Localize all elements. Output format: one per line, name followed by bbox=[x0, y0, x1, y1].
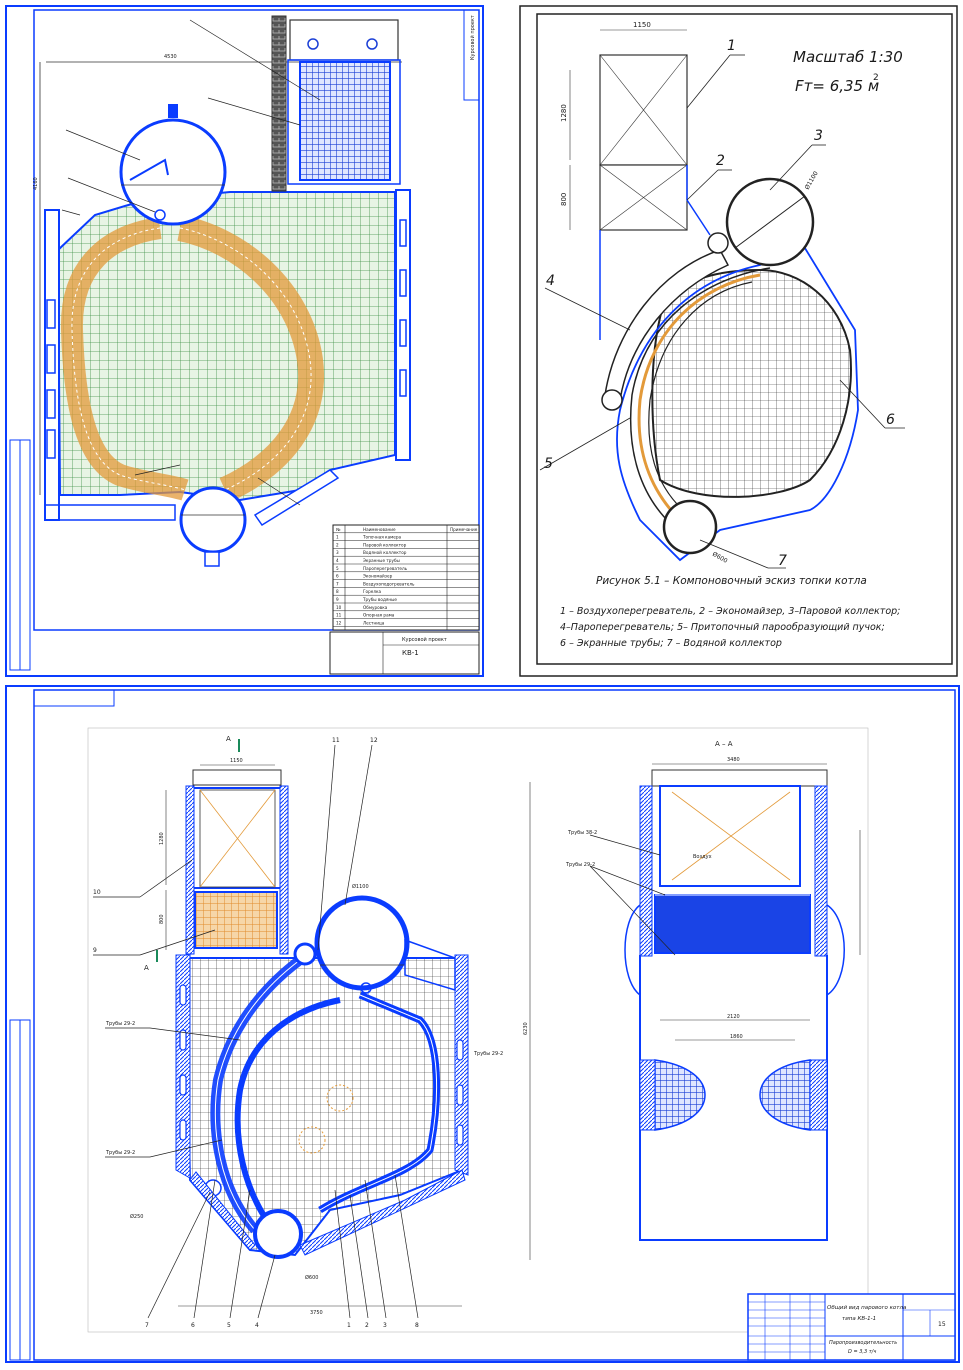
sheet2-dim-h2: 800 bbox=[560, 193, 568, 206]
sheet3-left-label-3: Трубы 29-2 bbox=[473, 1051, 503, 1057]
sheet3-callout-11: 11 bbox=[332, 737, 340, 744]
sheet2-area-sup: 2 bbox=[873, 73, 879, 83]
sheet3-right-label-1: Трубы 38-2 bbox=[567, 830, 597, 836]
sheet3-right-label-2: Трубы 29-2 bbox=[565, 862, 595, 868]
sheet3-dim-h1: 1280 bbox=[159, 832, 165, 845]
parts-table-cell: 10 bbox=[336, 605, 342, 610]
sheet2-legend-1: 1 – Воздухоперегреватель, 2 – Экономайзе… bbox=[560, 606, 900, 617]
sheet3-section-mark-bottom: А bbox=[144, 964, 149, 972]
parts-table-cell: 9 bbox=[336, 597, 339, 602]
sheet1-side-stamp: Курсовой проект bbox=[469, 15, 476, 60]
sheet1-code: КВ-1 bbox=[402, 649, 419, 657]
sheet3-tb-line4: D = 3,3 т/ч bbox=[848, 1349, 876, 1355]
parts-table-header: Примечание bbox=[450, 527, 478, 532]
sheet3-dim-right-width: 3480 bbox=[727, 757, 740, 763]
sheet3-tb-line3: Паропроизводительность bbox=[829, 1340, 897, 1346]
sheet3-callout-4: 4 bbox=[255, 1322, 259, 1329]
sheet2-callout-4: 4 bbox=[546, 273, 555, 289]
sheet2-scale: Масштаб 1:30 bbox=[793, 48, 903, 66]
sheet3-left-label-1: Трубы 29-2 bbox=[105, 1021, 135, 1027]
sheet3-dim-inner-b: 1860 bbox=[730, 1034, 743, 1040]
sheet3-inner-label: Воздух bbox=[693, 854, 712, 860]
parts-table-cell: Трубы водяные bbox=[362, 597, 397, 602]
parts-table-cell: Лестница bbox=[363, 620, 385, 625]
sheet3-callout-9: 9 bbox=[93, 947, 97, 954]
sheet3-dim-height: 6230 bbox=[523, 1022, 529, 1035]
sheet2-caption: Рисунок 5.1 – Компоновочный эскиз топки … bbox=[596, 575, 867, 587]
sheet3-tb-line1: Общий вид парового котла bbox=[827, 1305, 907, 1311]
parts-table-cell: 7 bbox=[336, 581, 339, 586]
sheet3-callout-7: 7 bbox=[145, 1322, 149, 1329]
sheet2-dim-h1: 1280 bbox=[560, 104, 568, 122]
parts-table-header: № bbox=[336, 527, 341, 532]
sheet3-dim-inner-a: 2120 bbox=[727, 1014, 740, 1020]
sheet3-dim-lower: Ø600 bbox=[305, 1274, 318, 1281]
sheet2-legend-2: 4–Пароперегреватель; 5– Притопочный паро… bbox=[560, 622, 885, 633]
parts-table-cell: 8 bbox=[336, 589, 339, 594]
parts-table-cell: 4 bbox=[336, 558, 339, 563]
sheet3-tb-sheet: 15 bbox=[938, 1321, 946, 1328]
parts-table-cell: 1 bbox=[336, 535, 339, 540]
sheet3-callout-2: 2 bbox=[365, 1322, 369, 1329]
sheet2-callout-3: 3 bbox=[814, 128, 823, 144]
parts-table-cell: 11 bbox=[336, 613, 342, 618]
sheet3-dim-drum: Ø1100 bbox=[352, 883, 369, 890]
sheet3-callout-10: 10 bbox=[93, 889, 101, 896]
sheet3-section-mark-top: А bbox=[226, 735, 231, 743]
sheet3-dim-h2: 800 bbox=[159, 914, 165, 924]
sheet1-dim-height: 4160 bbox=[33, 177, 39, 190]
sheet3-callout-8: 8 bbox=[415, 1322, 419, 1329]
parts-table-cell: 5 bbox=[336, 566, 339, 571]
sheet3-left-label-2: Трубы 29-2 bbox=[105, 1150, 135, 1156]
sheet2-callout-1: 1 bbox=[727, 38, 736, 54]
parts-table-cell: Экранные трубы bbox=[363, 558, 400, 563]
parts-table-cell: Пароперегреватель bbox=[363, 566, 408, 571]
sheet-3-assembly: А А 1150 1280 800 bbox=[5, 685, 960, 1363]
sheet2-callout-7: 7 bbox=[778, 553, 787, 569]
sheet3-callout-1: 1 bbox=[347, 1322, 351, 1329]
sheet3-callout-5: 5 bbox=[227, 1322, 231, 1329]
parts-table-cell: Обмуровка bbox=[363, 605, 388, 610]
parts-table-cell: Водяной коллектор bbox=[363, 550, 407, 555]
parts-table-cell: 12 bbox=[336, 620, 342, 625]
parts-table-cell: Опорная рама bbox=[363, 613, 395, 618]
sheet2-legend-3: 6 – Экранные трубы; 7 – Водяной коллекто… bbox=[560, 638, 782, 649]
sheet-1-general-view: Курсовой проект 4530 4160 bbox=[5, 5, 484, 677]
parts-table-cell: Топочная камера bbox=[362, 535, 402, 540]
parts-table-cell: Паровой коллектор bbox=[363, 542, 407, 547]
sheet3-dim-small: Ø250 bbox=[130, 1213, 143, 1220]
sheet2-callout-2: 2 bbox=[716, 153, 725, 169]
parts-table-cell: 2 bbox=[336, 542, 339, 547]
parts-table-cell: Воздухоподогреватель bbox=[363, 581, 415, 586]
sheet3-callout-6: 6 bbox=[191, 1322, 195, 1329]
parts-table-cell: Экономайзер bbox=[363, 574, 393, 579]
parts-table-cell: Горелка bbox=[363, 589, 382, 594]
parts-table-cell: 6 bbox=[336, 574, 339, 579]
parts-table-header: Наименование bbox=[363, 527, 396, 532]
sheet1-dim-width: 4530 bbox=[164, 54, 177, 60]
sheet3-dim-top: 1150 bbox=[230, 758, 243, 764]
sheet3-dim-width: 3750 bbox=[310, 1310, 323, 1316]
sheet2-dim-top: 1150 bbox=[633, 21, 651, 29]
sheet2-callout-6: 6 bbox=[886, 412, 895, 428]
sheet2-callout-5: 5 bbox=[544, 456, 553, 472]
sheet3-tb-line2: типа КВ-1-1 bbox=[842, 1316, 876, 1322]
parts-table-cell: 3 bbox=[336, 550, 339, 555]
sheet1-parts-table: № Наименование Примечание 1 Топочная камера 2… bbox=[332, 524, 480, 631]
sheet2-area: Fт= 6,35 м bbox=[795, 77, 879, 95]
sheet3-callout-3: 3 bbox=[383, 1322, 387, 1329]
sheet-2-layout-sketch: Масштаб 1:30 Fт= 6,35 м 2 1150 1280 800 bbox=[519, 5, 958, 677]
sheet3-section-title: А – А bbox=[715, 740, 733, 748]
sheet3-callout-12: 12 bbox=[370, 737, 378, 744]
sheet1-title-cell: Курсовой проект bbox=[402, 636, 447, 643]
